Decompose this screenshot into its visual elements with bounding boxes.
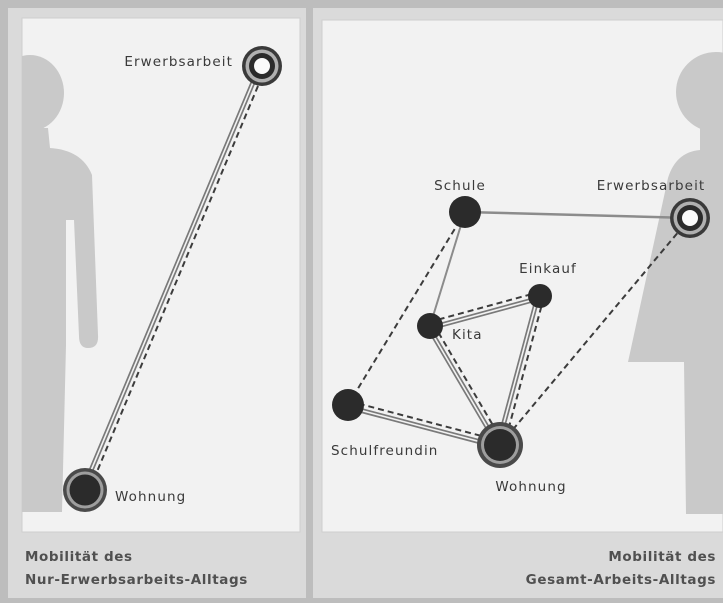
edge-line-dashed xyxy=(348,400,502,443)
edge-schule-kita xyxy=(429,211,466,327)
edge-line-dashed xyxy=(432,323,505,444)
node-kita xyxy=(417,313,443,339)
caption-line-2: Nur-Erwerbsarbeits-Alltags xyxy=(25,572,248,588)
label-wohnung: Wohnung xyxy=(495,479,566,495)
edge-line-double-gap xyxy=(427,326,500,447)
caption-line-1: Mobilität des xyxy=(608,549,716,565)
edge-line-double-gap xyxy=(346,406,501,448)
label-erwerbsarbeit: Erwerbsarbeit xyxy=(597,178,706,194)
label-erwerbsarbeit: Erwerbsarbeit xyxy=(124,54,233,70)
label-wohnung: Wohnung xyxy=(115,489,186,505)
man-silhouette-head xyxy=(22,55,64,131)
edge-line-dashed xyxy=(87,67,267,492)
edge-schulfreundin-wohnung xyxy=(345,400,502,450)
edge-kita-wohnung xyxy=(425,323,505,449)
node-einkauf xyxy=(528,284,552,308)
edge-schule-erwerbsarbeit xyxy=(463,210,692,220)
node-core xyxy=(484,429,516,461)
right-panel: Schule Erwerbsarbeit Einkauf Kita Schulf… xyxy=(313,8,723,598)
left-panel-canvas xyxy=(21,17,301,533)
node-wohnung xyxy=(477,422,523,468)
label-schule: Schule xyxy=(434,178,486,194)
edge-schule-schulfreundin xyxy=(347,211,466,406)
node-center xyxy=(254,58,270,74)
node-erwerbsarbeit xyxy=(242,46,282,86)
edge-line-double-gap xyxy=(82,64,262,491)
edge-einkauf-wohnung xyxy=(495,293,545,447)
left-panel: Erwerbsarbeit Wohnung Mobilität des Nur-… xyxy=(8,8,306,598)
man-silhouette-body xyxy=(22,128,99,512)
edge-line-double-gap xyxy=(429,297,542,329)
node-schulfreundin xyxy=(332,389,364,421)
caption-line-1: Mobilität des xyxy=(25,549,133,565)
edge-line-dashed xyxy=(428,291,540,324)
edge-wohnung-erwerbsarbeit xyxy=(80,62,267,492)
node-schule xyxy=(449,196,481,228)
node-wohnung xyxy=(63,468,107,512)
label-schulfreundin: Schulfreundin xyxy=(331,443,438,459)
edge-line-double-gap xyxy=(497,294,539,446)
edge-kita-einkauf xyxy=(428,291,543,331)
woman-silhouette-head xyxy=(676,52,723,132)
node-core xyxy=(69,474,101,506)
caption-line-2: Gesamt-Arbeits-Alltags xyxy=(526,572,716,588)
node-center xyxy=(682,210,698,226)
label-einkauf: Einkauf xyxy=(519,261,577,277)
node-erwerbsarbeit xyxy=(670,198,710,238)
man-silhouette xyxy=(22,55,99,512)
label-kita: Kita xyxy=(452,327,483,343)
edge-line-dashed xyxy=(502,296,545,447)
